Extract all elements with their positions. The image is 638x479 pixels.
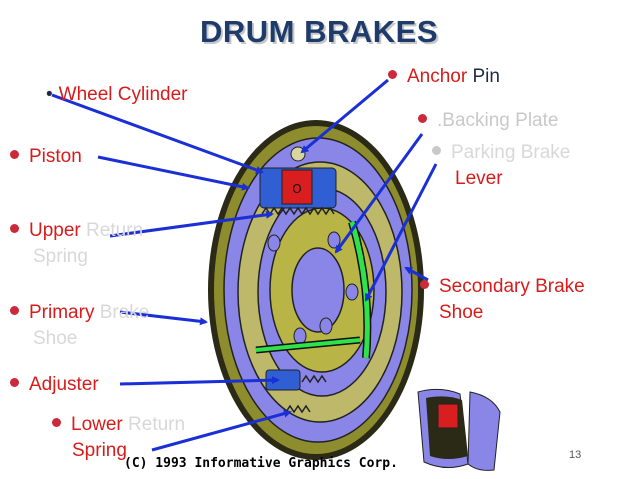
label-upper-return-spring: Upper Return Spring [10, 218, 143, 270]
piston-bullet [10, 150, 19, 160]
piston-text: Piston [29, 146, 82, 167]
secondary-shoe-line1: Secondary Brake [439, 276, 585, 297]
piston [281, 169, 313, 205]
label-backing-plate: .Backing Plate [418, 108, 558, 134]
backing-plate-text: .Backing Plate [437, 110, 559, 131]
upper-spring-line2: Spring [33, 246, 88, 267]
arrow-parking-lever [364, 163, 438, 302]
lower-spring [285, 404, 311, 414]
label-lower-return-spring: Lower Return Spring [52, 412, 185, 464]
arrow-lower-spring [151, 409, 292, 452]
lower-spring-bullet [52, 418, 61, 428]
arrow-backing-plate [334, 133, 424, 254]
secondary-shoe-bullet [420, 280, 429, 290]
page-title: DRUM BRAKES [200, 14, 438, 49]
arrow-secondary-shoe [404, 266, 429, 282]
anchor-pin-bullet [388, 70, 397, 80]
adjuster-bullet [10, 378, 19, 388]
wheel-cylinder-text: Wheel Cylinder [58, 84, 188, 105]
primary-shoe-word-b: Brake [99, 302, 150, 323]
secondary-shoe-line2: Shoe [439, 302, 484, 323]
wheel-cylinder-bullet: • [46, 84, 53, 105]
label-wheel-cylinder: •Wheel Cylinder [46, 82, 187, 108]
anchor-pin-word-b: Pin [472, 66, 500, 87]
upper-spring [261, 206, 335, 216]
arrow-adjuster [119, 376, 280, 386]
arrow-piston [97, 155, 250, 191]
arrow-anchor-pin [300, 78, 389, 154]
anchor-pin [290, 146, 306, 162]
lower-spring-word-a: Lower [71, 414, 123, 435]
primary-shoe-word-a: Primary [29, 302, 95, 323]
parking-lever-bullet [432, 146, 441, 156]
lower-spring-word-b: Return [128, 414, 186, 435]
primary-shoe-bullet [10, 306, 19, 316]
label-piston: Piston [10, 144, 82, 170]
upper-spring-bullet [10, 224, 19, 234]
label-secondary-brake-shoe: Secondary Brake Shoe [420, 274, 585, 326]
label-primary-brake-shoe: Primary Brake Shoe [10, 300, 149, 352]
lower-spring-line2: Spring [72, 440, 127, 461]
inset-brake-parts [417, 388, 501, 471]
adjuster-text: Adjuster [29, 374, 99, 395]
arrow-upper-spring [109, 210, 274, 238]
parking-lever-line2: Lever [455, 168, 503, 189]
arrow-wheel-cylinder [51, 93, 264, 174]
primary-shoe-line2: Shoe [33, 328, 78, 349]
svg-text:O: O [292, 182, 301, 196]
backing-plate-bullet [418, 114, 427, 124]
label-parking-brake-lever: Parking Brake Lever [432, 140, 570, 192]
anchor-pin-word-a: Anchor [407, 66, 468, 87]
upper-spring-word-a: Upper [29, 220, 81, 241]
image-credit: (C) 1993 Informative Graphics Corp. [124, 456, 398, 471]
page-number: 13 [569, 449, 582, 461]
upper-spring-word-b: Return [86, 220, 144, 241]
label-adjuster: Adjuster [10, 372, 99, 398]
parking-lever-line1: Parking Brake [451, 142, 571, 163]
label-anchor-pin: Anchor Pin [388, 64, 500, 90]
arrow-primary-shoe [119, 310, 208, 326]
